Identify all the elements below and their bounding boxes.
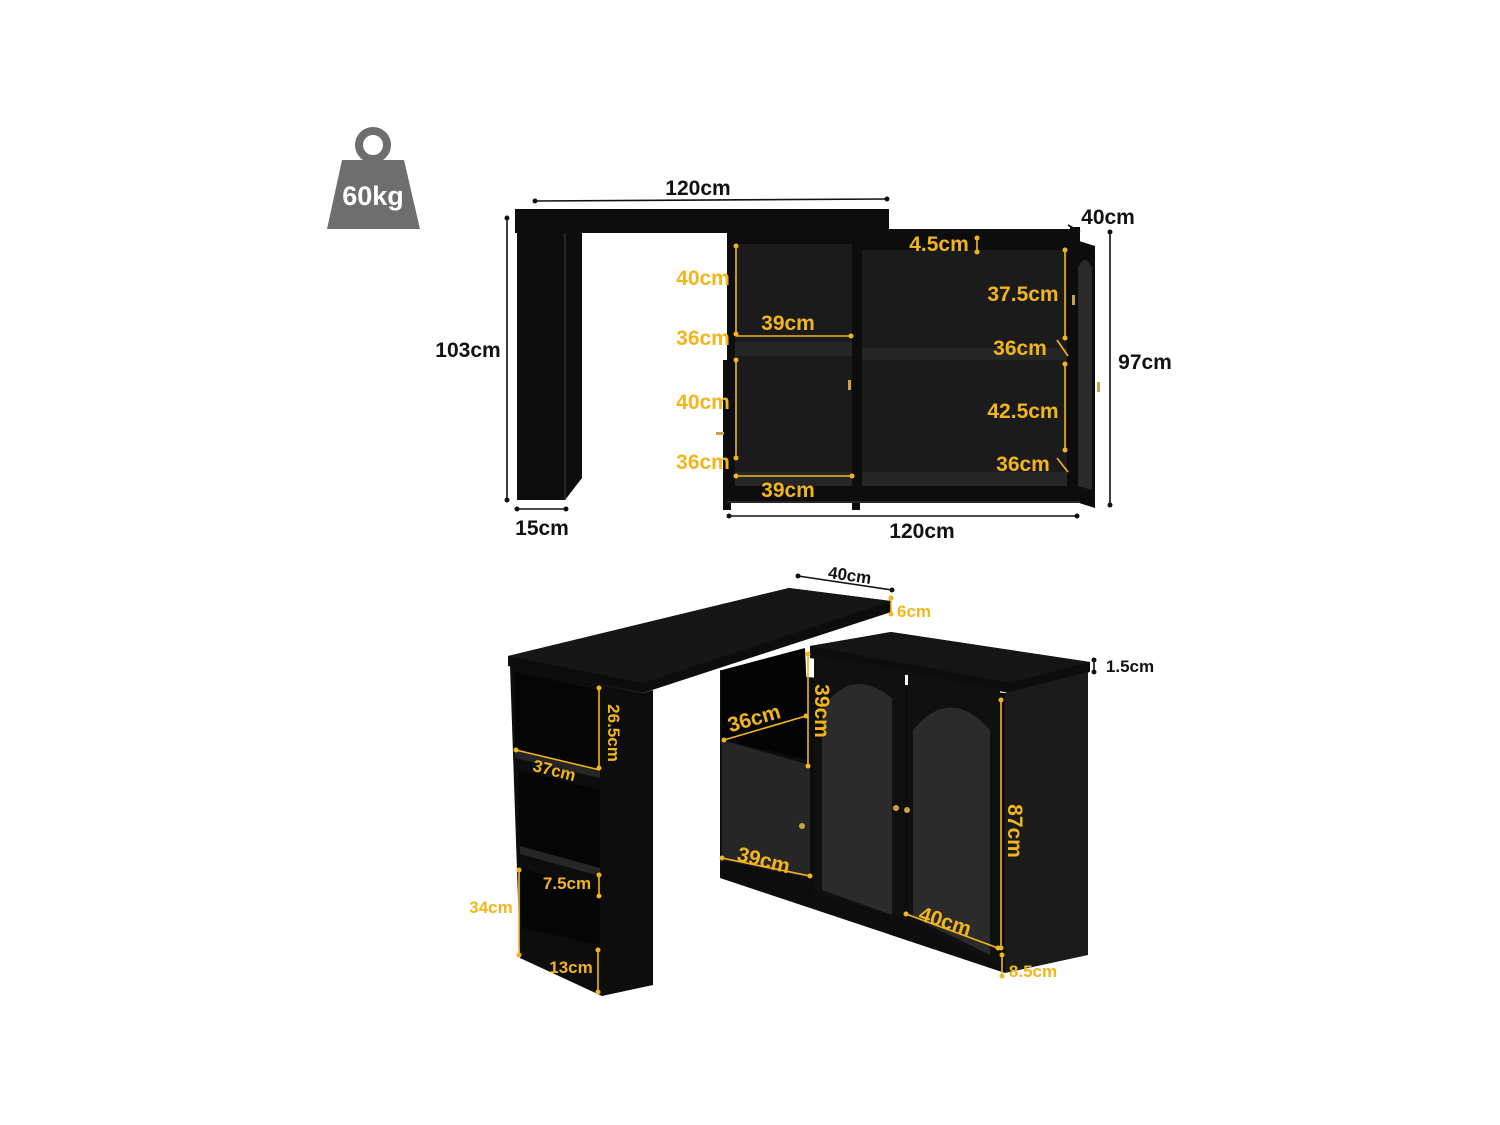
dim-right-lower-depth: 36cm (996, 453, 1050, 476)
front-dimension-lines (504, 196, 1113, 519)
dim-top-gap: 4.5cm (909, 233, 969, 256)
weight-icon: 60kg (327, 127, 420, 229)
dim-persp-top-thickness: 6cm (897, 602, 931, 621)
dim-cabinet-height: 97cm (1118, 351, 1172, 374)
dim-persp-door-height: 87cm (1003, 804, 1026, 858)
front-dimension-labels: 120cm 40cm 103cm 97cm 15cm 120cm 4.5cm 4… (435, 177, 1172, 543)
dim-persp-shelf-gap: 7.5cm (543, 874, 591, 893)
dim-left-upper-height: 40cm (676, 267, 730, 290)
perspective-view-furniture (508, 588, 1090, 996)
dim-left-lower-depth: 36cm (676, 451, 730, 474)
dim-left-lower-height: 40cm (676, 391, 730, 414)
dim-depth: 40cm (1081, 206, 1135, 229)
dim-top-width: 120cm (665, 177, 730, 200)
dim-persp-cabinet-top: 1.5cm (1106, 657, 1154, 676)
dim-total-height: 103cm (435, 339, 500, 362)
dim-persp-leg-height: 8.5cm (1009, 962, 1057, 981)
dim-persp-open-height: 39cm (810, 684, 833, 738)
dim-right-upper-height: 37.5cm (987, 283, 1058, 306)
dim-persp-top-depth: 40cm (827, 563, 873, 588)
dim-left-upper-width: 39cm (761, 312, 815, 335)
dim-persp-shelf-height: 26.5cm (604, 704, 623, 762)
perspective-dimension-lines (513, 573, 1097, 995)
weight-label: 60kg (342, 181, 404, 211)
dim-leg-depth: 15cm (515, 517, 569, 540)
dim-cabinet-width: 120cm (889, 520, 954, 543)
dim-left-upper-depth: 36cm (676, 327, 730, 350)
dim-persp-base: 13cm (549, 958, 592, 977)
dim-right-lower-height: 42.5cm (987, 400, 1058, 423)
dim-left-lower-width: 39cm (761, 479, 815, 502)
front-view-furniture (515, 209, 1100, 510)
dim-persp-lower-height: 34cm (469, 898, 512, 917)
dim-right-upper-depth: 36cm (993, 337, 1047, 360)
